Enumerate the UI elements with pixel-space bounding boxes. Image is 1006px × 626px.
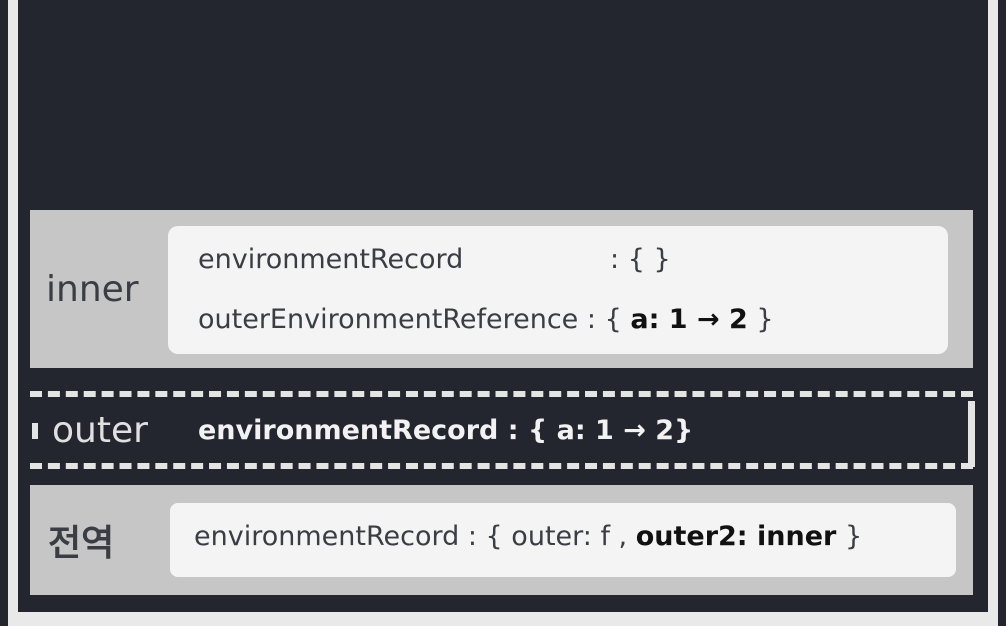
inner-environment-record-key: environmentRecord: [198, 244, 464, 275]
inner-outer-env-ref-close: }: [756, 304, 774, 335]
stack-right-wall: [988, 0, 998, 626]
stack-floor: [8, 612, 998, 626]
inner-outer-env-ref-key: outerEnvironmentReference: [198, 304, 579, 335]
global-execution-context: 전역 environmentRecord : { outer: f , oute…: [30, 485, 973, 595]
outer-context-label: outer: [52, 409, 148, 451]
global-environment-record-close: }: [844, 521, 863, 552]
outer-environment-record-row: environmentRecord : { a: 1 → 2}: [198, 415, 693, 446]
inner-outer-env-ref-open: {: [604, 304, 622, 335]
inner-outer-env-ref-value: a: 1 → 2: [630, 304, 748, 335]
global-environment-record-open: { outer: f ,: [485, 521, 628, 552]
inner-execution-context: inner environmentRecord : { } outerEnvir…: [30, 210, 973, 368]
inner-environment-record-sep: :: [610, 244, 620, 275]
inner-context-card: environmentRecord : { } outerEnvironment…: [168, 226, 948, 354]
outer-environment-record-sep: :: [507, 415, 519, 446]
global-environment-record-sep: :: [467, 521, 477, 552]
inner-outer-env-ref-sep: :: [586, 304, 596, 335]
stack-left-wall: [8, 0, 18, 626]
global-context-label: 전역: [48, 523, 115, 564]
outer-left-dash: [32, 423, 38, 439]
outer-environment-record-value: { a: 1 → 2}: [527, 415, 694, 446]
inner-environment-record-row: environmentRecord : { }: [198, 244, 671, 275]
global-environment-record-row: environmentRecord : { outer: f , outer2:…: [194, 521, 862, 552]
outer-right-dash: [968, 401, 975, 467]
global-environment-record-value: outer2: inner: [635, 521, 837, 552]
outer-execution-context: outer environmentRecord : { a: 1 → 2}: [30, 391, 975, 469]
inner-environment-record-value: { }: [627, 244, 671, 275]
outer-environment-record-key: environmentRecord: [198, 415, 499, 446]
global-context-card: environmentRecord : { outer: f , outer2:…: [170, 503, 956, 577]
inner-context-label: inner: [46, 268, 139, 310]
inner-outer-env-ref-row: outerEnvironmentReference : { a: 1 → 2 }: [198, 304, 774, 335]
global-environment-record-key: environmentRecord: [194, 521, 460, 552]
